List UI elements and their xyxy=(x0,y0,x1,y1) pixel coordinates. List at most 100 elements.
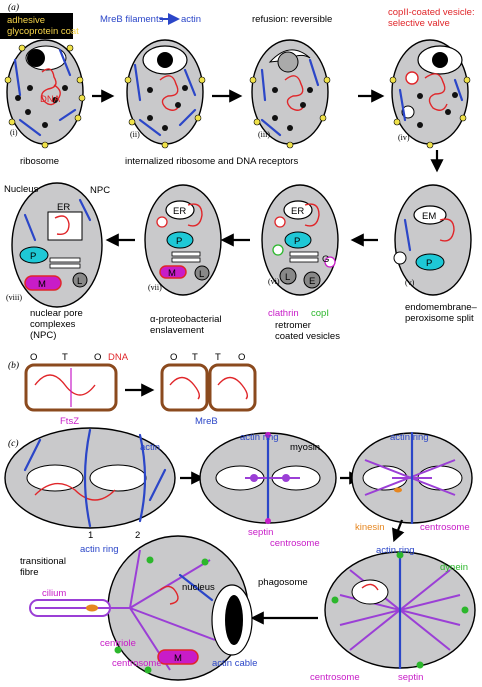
text-line: adhesive xyxy=(7,15,45,26)
text-line: transitional xyxy=(20,556,66,567)
roman-vii: (vii) xyxy=(148,283,162,292)
oto-6: O xyxy=(238,352,245,363)
c-actin-ring-3: actin ring xyxy=(390,432,429,443)
dna-label: DNA xyxy=(40,94,61,105)
copii-label: copII-coated vesicle:selective valve xyxy=(388,7,475,29)
p-label-viii: P xyxy=(30,251,36,262)
c-cell-2 xyxy=(199,431,337,525)
cell-ii xyxy=(124,39,206,149)
text-line: α-proteobacterial xyxy=(150,314,222,325)
coat-label-box xyxy=(0,13,73,39)
p-label-vii: P xyxy=(176,236,182,247)
oto-1: T xyxy=(62,352,68,363)
roman-i: (i) xyxy=(10,128,18,137)
text-line: peroxisome split xyxy=(405,313,474,324)
c-phagosome-label: phagosome xyxy=(258,577,308,588)
er-label-vi: ER xyxy=(291,206,304,217)
c-cell-3 xyxy=(351,431,473,525)
cell-vi xyxy=(261,184,339,296)
c-cell-4 xyxy=(324,550,476,670)
text-line: retromer xyxy=(275,320,311,331)
p-label-vi: P xyxy=(294,236,300,247)
roman-vi: (vi) xyxy=(268,277,280,286)
c-arrow-3-4 xyxy=(392,519,405,543)
c-nucleus-label: nucleus xyxy=(182,582,215,593)
actin-label: actin xyxy=(181,14,201,25)
roman-v: (v) xyxy=(405,278,415,287)
nucleus-label-a: Nucleus xyxy=(4,184,39,195)
internalized-label: internalized ribosome and DNA receptors xyxy=(125,156,298,167)
c-actin-cable-label: actin cable xyxy=(212,658,257,669)
npc-label: NPC xyxy=(90,185,110,196)
l-label-viii: L xyxy=(77,276,82,287)
text-line: endomembrane– xyxy=(405,302,478,313)
c-num2: 2 xyxy=(135,530,140,541)
text-line: copII-coated vesicle: xyxy=(388,7,475,18)
b-mreb-label: MreB xyxy=(195,416,218,427)
panel-c-label: (c) xyxy=(8,438,19,449)
l-label-vi: L xyxy=(285,272,290,283)
cell-i xyxy=(4,39,86,149)
text-line: selective valve xyxy=(388,18,450,29)
c-centrosome-3: centrosome xyxy=(420,522,470,533)
oto-2: O xyxy=(94,352,101,363)
er-label-viii: ER xyxy=(57,202,70,213)
c-actin-ring-1: actin ring xyxy=(80,544,119,555)
e-label: E xyxy=(309,276,315,287)
c-actin-ring-2: actin ring xyxy=(240,432,279,443)
b-daughter-cells xyxy=(160,363,257,412)
oto-4: T xyxy=(192,352,198,363)
ribosome-label: ribosome xyxy=(20,156,59,167)
panel-b-label: (b) xyxy=(8,360,19,371)
m-label-viii: M xyxy=(38,279,46,290)
roman-iii: (iii) xyxy=(258,130,270,139)
panel-a-label: (a) xyxy=(8,2,19,13)
cell-viii xyxy=(11,182,103,308)
roman-viii: (viii) xyxy=(6,293,22,302)
endomembrane-label: endomembrane–peroxisome split xyxy=(405,302,478,324)
refusion-label: refusion: reversible xyxy=(252,14,332,25)
text-line: glycoprotein coat xyxy=(7,26,79,37)
copi-label: copI xyxy=(311,308,329,319)
em-label: EM xyxy=(422,211,436,222)
oto-3: O xyxy=(170,352,177,363)
c-centrosome-4: centrosome xyxy=(310,672,360,683)
c-centrosome-5: centrosome xyxy=(112,658,162,669)
c-septin-label: septin xyxy=(248,527,273,538)
c-septin-4: septin xyxy=(398,672,423,683)
m-label-vii: M xyxy=(168,268,176,279)
text-line: nuclear pore xyxy=(30,308,83,319)
l-label-vii: L xyxy=(199,269,204,280)
ftsz-label: FtsZ xyxy=(60,416,79,427)
text-line: (NPC) xyxy=(30,330,56,341)
c-cell-1 xyxy=(4,427,176,529)
c-actin-ring-4: actin ring xyxy=(376,545,415,556)
c-cell-5 xyxy=(29,535,253,681)
c-dynein-label: dynein xyxy=(440,562,468,573)
text-line: coated vesicles xyxy=(275,331,340,342)
oto-0: O xyxy=(30,352,37,363)
g-label: G xyxy=(322,254,329,265)
c-centriole-label: centriole xyxy=(100,638,136,649)
oto-5: T xyxy=(215,352,221,363)
roman-ii: (ii) xyxy=(130,130,140,139)
b-dividing-cell xyxy=(24,363,118,412)
cell-vii xyxy=(144,184,222,296)
text-line: complexes xyxy=(30,319,76,330)
er-label-vii: ER xyxy=(173,206,186,217)
c-m-label: M xyxy=(174,653,182,664)
mreb-label: MreB filaments xyxy=(100,14,164,25)
clathrin-label: clathrin xyxy=(268,308,299,319)
roman-iv: (iv) xyxy=(398,133,410,142)
c-centrosome-2: centrosome xyxy=(270,538,320,549)
c-cilium-label: cilium xyxy=(42,588,66,599)
cell-v xyxy=(393,184,472,296)
cell-iii xyxy=(249,39,331,149)
b-dna-label: DNA xyxy=(108,352,129,363)
